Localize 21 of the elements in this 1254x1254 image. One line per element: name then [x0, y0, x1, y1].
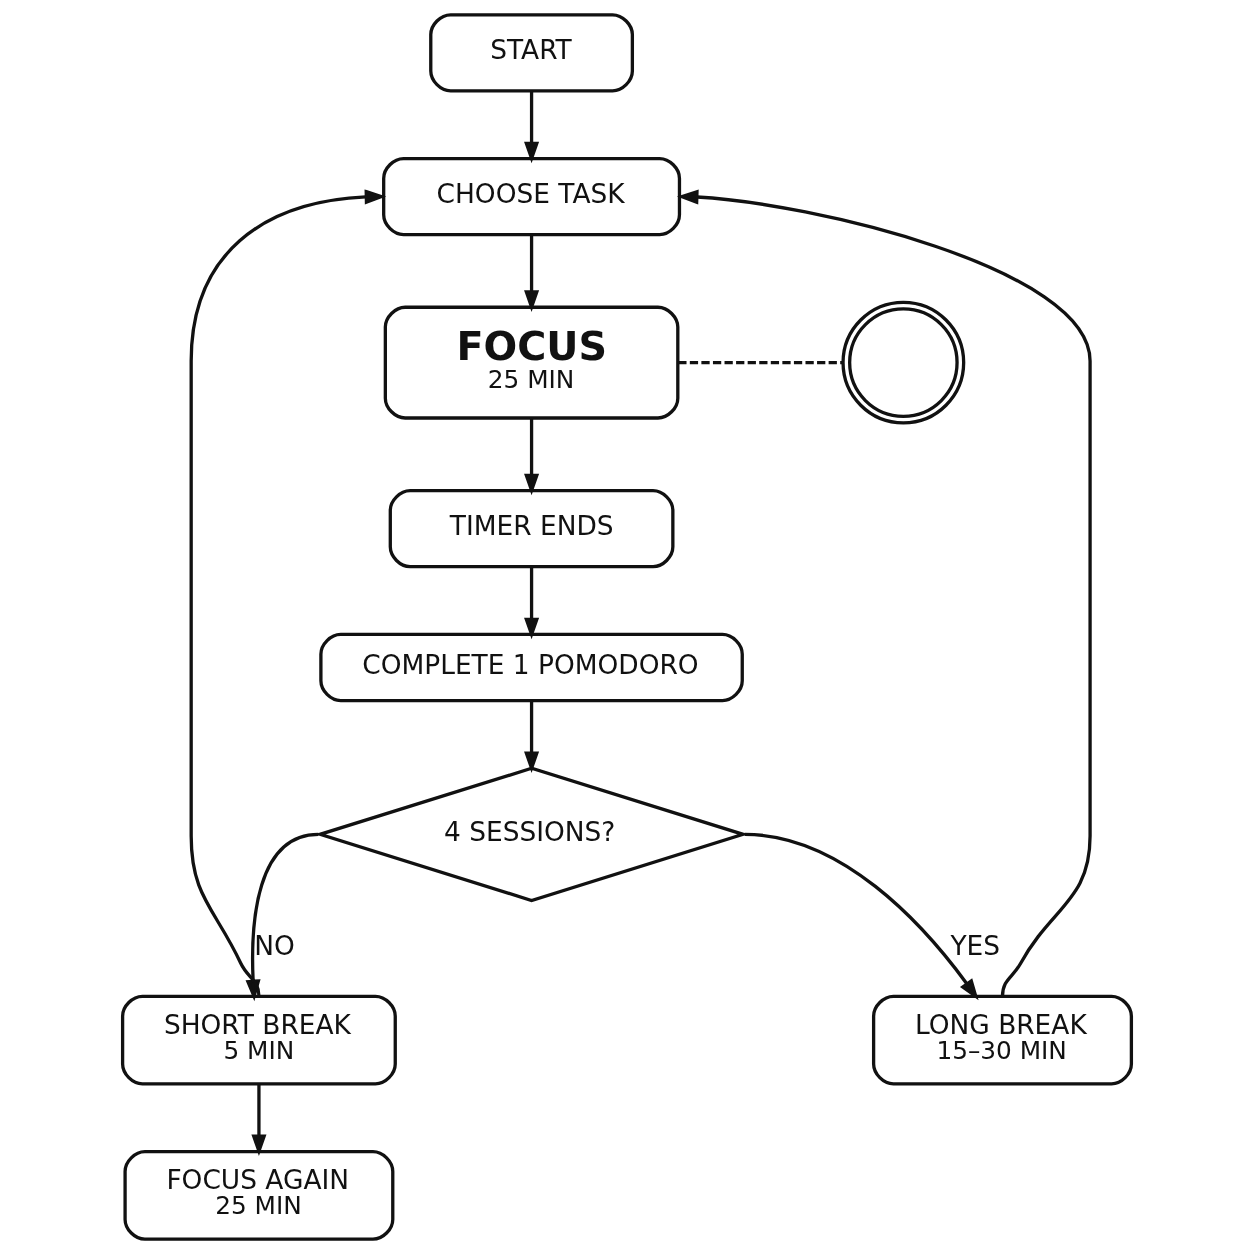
- node-picture: [841, 300, 966, 425]
- edge-label: NO: [254, 929, 295, 961]
- node-box: TIMER ENDS: [388, 489, 675, 569]
- arrow: [676, 189, 1092, 997]
- connector: [678, 360, 843, 365]
- arrow: [189, 189, 387, 997]
- arrow: [524, 235, 540, 312]
- arrow: [744, 832, 979, 1001]
- arrow: [524, 567, 540, 640]
- edge-label: YES: [950, 929, 1001, 961]
- node-box: CHOOSE TASK: [382, 156, 682, 237]
- node-box: START: [429, 13, 634, 93]
- arrow: [524, 91, 540, 164]
- node-box: SHORT BREAK 5 MIN: [120, 994, 397, 1086]
- arrow: [251, 1084, 267, 1157]
- arrow: [524, 418, 540, 496]
- node-box: FOCUS 25 MIN: [383, 305, 680, 420]
- node-box: LONG BREAK 15–30 MIN: [871, 994, 1134, 1086]
- arrow: [524, 700, 540, 774]
- node-box: FOCUS AGAIN 25 MIN: [123, 1150, 395, 1241]
- node-box: COMPLETE 1 POMODORO: [319, 632, 744, 703]
